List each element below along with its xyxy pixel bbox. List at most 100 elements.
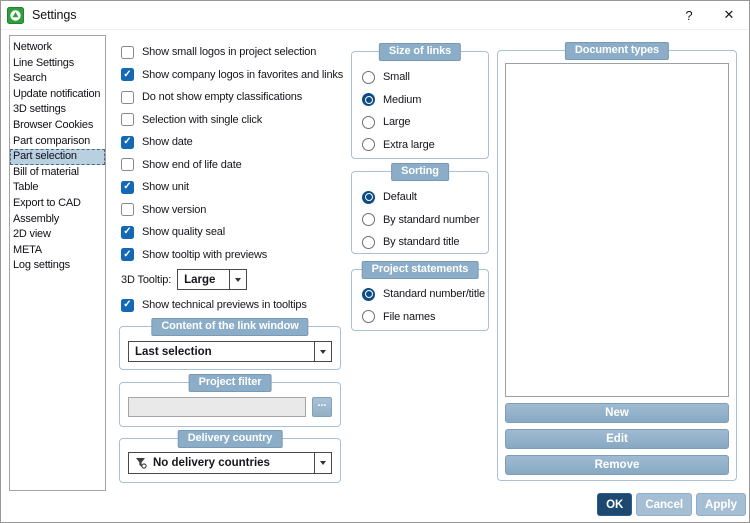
close-icon[interactable]: ✕ [723, 7, 735, 22]
sidebar-item-part-comparison[interactable]: Part comparison [13, 134, 91, 147]
3d-tooltip-value: Large [184, 273, 216, 286]
checkbox-icon[interactable] [121, 158, 134, 172]
checkbox-show-date[interactable]: Show date [121, 131, 353, 154]
sidebar-item-assembly[interactable]: Assembly [13, 212, 60, 225]
new-button[interactable]: New [505, 403, 729, 423]
sidebar-item-update-notification[interactable]: Update notification [13, 87, 101, 100]
group-project-filter: Project filter ... [119, 374, 341, 427]
group-title: Content of the link window [151, 318, 309, 336]
app-logo-icon [7, 6, 24, 24]
group-project-statements: Project statements Standard number/title… [351, 261, 489, 331]
checkbox-technical-previews[interactable]: Show technical previews in tooltips [121, 293, 353, 317]
checkbox-label: Show company logos in favorites and link… [142, 68, 344, 81]
chevron-down-icon[interactable] [314, 453, 331, 473]
sidebar-item-line-settings[interactable]: Line Settings [13, 56, 74, 69]
checkbox-no-empty-classifications[interactable]: Do not show empty classifications [121, 86, 353, 109]
chevron-down-icon[interactable] [314, 342, 331, 361]
checkbox-icon[interactable] [121, 298, 134, 312]
sidebar-item-table[interactable]: Table [13, 181, 39, 194]
3d-tooltip-select[interactable]: Large [177, 269, 248, 290]
checkbox-show-version[interactable]: Show version [121, 199, 353, 222]
chevron-down-icon[interactable] [229, 270, 247, 289]
group-title: Size of links [378, 43, 462, 61]
checkbox-label: Show quality seal [142, 226, 226, 239]
checkbox-show-small-logos[interactable]: Show small logos in project selection [121, 41, 353, 64]
checkbox-icon[interactable] [121, 90, 134, 104]
radio-icon[interactable] [362, 213, 375, 227]
radio-label: File names [383, 310, 436, 323]
radio-label: Medium [383, 93, 422, 106]
checkbox-single-click-selection[interactable]: Selection with single click [121, 109, 353, 132]
radio-icon[interactable] [362, 93, 375, 107]
delivery-country-select[interactable]: No delivery countries [128, 452, 332, 474]
help-button[interactable]: ? [685, 7, 693, 23]
radio-icon[interactable] [362, 115, 375, 129]
checkbox-icon[interactable] [121, 225, 134, 239]
checkbox-label: Show technical previews in tooltips [142, 299, 307, 311]
cancel-button[interactable]: Cancel [636, 493, 693, 516]
browse-button[interactable]: ... [312, 397, 332, 417]
checkbox-icon[interactable] [121, 113, 134, 127]
checkbox-label: Show tooltip with previews [142, 248, 268, 261]
radio-standard-number-title[interactable]: Standard number/title [362, 283, 488, 306]
radio-size-extra-large[interactable]: Extra large [362, 134, 488, 157]
checkbox-icon[interactable] [121, 135, 134, 149]
sidebar-item-log-settings[interactable]: Log settings [13, 259, 70, 272]
checkbox-label: Show date [142, 136, 193, 149]
sidebar-item-meta[interactable]: META [13, 243, 42, 256]
group-link-window: Content of the link window Last selectio… [119, 318, 341, 370]
radio-icon[interactable] [362, 190, 375, 204]
checkbox-label: Do not show empty classifications [142, 91, 303, 104]
no-delivery-filter-icon [129, 453, 147, 473]
sidebar-item-network[interactable]: Network [13, 41, 52, 53]
link-window-select[interactable]: Last selection [128, 341, 332, 362]
document-types-list[interactable] [505, 63, 729, 397]
checkbox-icon[interactable] [121, 248, 134, 262]
radio-icon[interactable] [362, 310, 375, 324]
apply-button[interactable]: Apply [696, 493, 746, 516]
radio-icon[interactable] [362, 235, 375, 249]
checkbox-icon[interactable] [121, 180, 134, 194]
checkbox-icon[interactable] [121, 45, 134, 59]
radio-label: By standard number [383, 213, 480, 226]
checkbox-show-tooltip-previews[interactable]: Show tooltip with previews [121, 244, 353, 267]
sidebar-item-search[interactable]: Search [13, 72, 47, 85]
part-selection-options: Show small logos in project selection Sh… [121, 41, 353, 317]
radio-icon[interactable] [362, 138, 375, 152]
group-sorting: Sorting Default By standard number By st… [351, 163, 489, 254]
checkbox-show-company-logos[interactable]: Show company logos in favorites and link… [121, 64, 353, 87]
radio-sort-standard-number[interactable]: By standard number [362, 209, 488, 232]
ok-button[interactable]: OK [597, 493, 633, 516]
radio-sort-standard-title[interactable]: By standard title [362, 231, 488, 254]
sidebar-item-bill-of-material[interactable]: Bill of material [13, 165, 79, 178]
radio-icon[interactable] [362, 287, 375, 301]
checkbox-label: Show small logos in project selection [142, 46, 317, 59]
group-title: Delivery country [177, 430, 283, 448]
checkbox-icon[interactable] [121, 203, 134, 217]
titlebar: Settings ? ✕ [1, 1, 749, 30]
sidebar-item-2d-view[interactable]: 2D view [13, 228, 51, 241]
group-title: Sorting [391, 163, 449, 181]
sidebar-item-part-selection[interactable]: Part selection [10, 149, 105, 165]
radio-sort-default[interactable]: Default [362, 186, 488, 209]
radio-size-medium[interactable]: Medium [362, 89, 488, 112]
checkbox-show-unit[interactable]: Show unit [121, 176, 353, 199]
checkbox-label: Selection with single click [142, 113, 263, 126]
radio-file-names[interactable]: File names [362, 306, 488, 329]
remove-button[interactable]: Remove [505, 455, 729, 475]
radio-size-small[interactable]: Small [362, 66, 488, 89]
radio-icon[interactable] [362, 70, 375, 84]
checkbox-show-quality-seal[interactable]: Show quality seal [121, 221, 353, 244]
group-title: Document types [564, 42, 670, 60]
radio-size-large[interactable]: Large [362, 111, 488, 134]
group-title: Project filter [188, 374, 272, 392]
edit-button[interactable]: Edit [505, 429, 729, 449]
sidebar-item-browser-cookies[interactable]: Browser Cookies [13, 118, 94, 131]
sidebar-item-3d-settings[interactable]: 3D settings [13, 103, 66, 116]
project-filter-input[interactable] [128, 397, 306, 417]
3d-tooltip-label: 3D Tooltip: [121, 273, 172, 286]
checkbox-show-end-of-life-date[interactable]: Show end of life date [121, 154, 353, 177]
sidebar-item-export-to-cad[interactable]: Export to CAD [13, 196, 81, 209]
checkbox-icon[interactable] [121, 68, 134, 82]
